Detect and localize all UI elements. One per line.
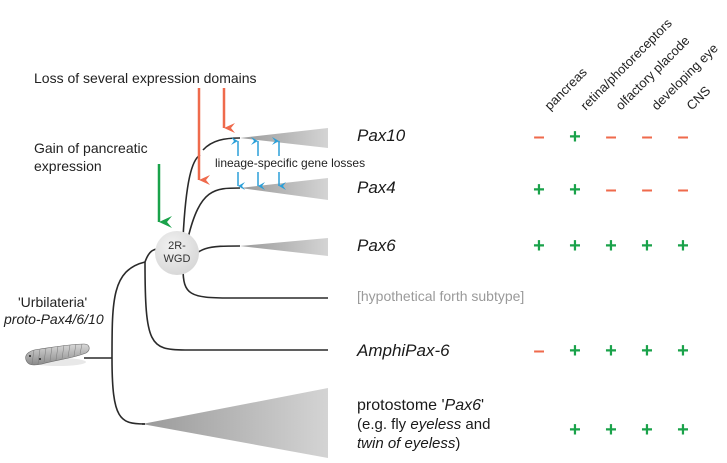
expression-mark-present: + (569, 340, 581, 362)
taxon-label-amphipax6: AmphiPax-6 (357, 341, 450, 360)
expression-mark-present: + (677, 419, 689, 441)
branch-pax4-10-split (182, 154, 201, 239)
tree-branches (84, 137, 328, 425)
branch-pax10 (202, 137, 241, 151)
taxon-label-pax10: Pax10 (357, 126, 406, 145)
wgd-node: 2R- WGD (155, 231, 199, 275)
expression-mark-absent: – (641, 179, 653, 201)
taxon-label-pax6: Pax6 (357, 236, 396, 255)
expression-mark-present: + (605, 419, 617, 441)
gain-annotation-line2: expression (34, 158, 102, 174)
expression-mark-present: + (641, 340, 653, 362)
clade-wedge-protostome (142, 388, 328, 458)
expression-mark-present: + (533, 179, 545, 201)
expression-mark-absent: – (533, 340, 545, 362)
expression-mark-absent: – (605, 179, 617, 201)
expression-mark-present: + (605, 235, 617, 257)
expression-mark-present: + (677, 235, 689, 257)
expression-mark-present: + (569, 179, 581, 201)
clade-wedge-pax10 (240, 128, 328, 148)
wgd-label-line2: WGD (163, 253, 191, 265)
expression-mark-present: + (641, 419, 653, 441)
expression-mark-present: + (569, 419, 581, 441)
clade-wedge-pax4 (240, 178, 328, 200)
taxon-label-protostome: protostome 'Pax6' (e.g. fly eyeless and … (357, 397, 491, 452)
branch-hypothetical (182, 267, 328, 299)
expression-mark-present: + (677, 340, 689, 362)
expression-mark-absent: – (677, 126, 689, 148)
taxon-label-pax4: Pax4 (357, 178, 396, 197)
proto-pax-label: proto-Pax4/6/10 (4, 311, 104, 327)
expression-mark-absent: – (641, 126, 653, 148)
urbilateria-label: 'Urbilateria' (18, 294, 88, 310)
expression-mark-present: + (605, 340, 617, 362)
expression-mark-absent: – (605, 126, 617, 148)
expression-mark-present: + (569, 126, 581, 148)
wgd-label-line1: 2R- (168, 240, 186, 252)
gain-annotation-line1: Gain of pancreatic (34, 140, 148, 156)
clade-wedge-pax6 (240, 238, 328, 256)
urbilateria-worm-icon (25, 343, 90, 366)
lineage-loss-arrows (231, 137, 286, 190)
expression-mark-absent: – (533, 126, 545, 148)
branch-root (111, 261, 146, 425)
lineage-losses-annotation: lineage-specific gene losses (214, 156, 367, 170)
expression-mark-present: + (533, 235, 545, 257)
expression-mark-present: + (641, 235, 653, 257)
expression-mark-present: + (569, 235, 581, 257)
loss-annotation: Loss of several expression domains (34, 70, 257, 86)
branch-chordate (144, 261, 328, 351)
taxon-label-hypothetical: [hypothetical forth subtype] (357, 288, 525, 304)
expression-mark-absent: – (677, 179, 689, 201)
branch-pax4 (187, 187, 241, 239)
